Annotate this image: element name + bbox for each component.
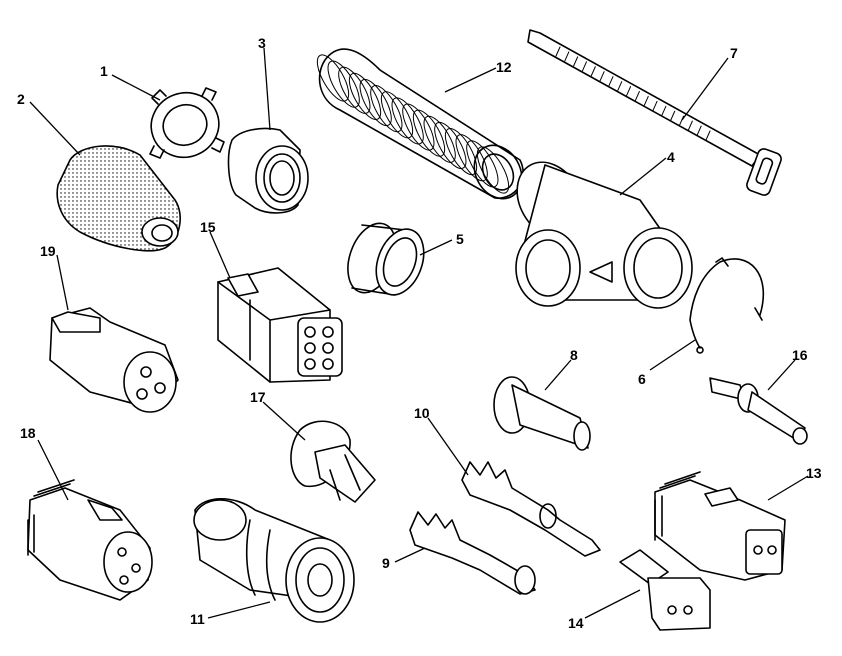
part-11-receptacle-housing bbox=[193, 498, 355, 623]
callout-labels: 1 2 3 4 5 6 7 8 9 10 11 12 13 14 15 16 1… bbox=[17, 35, 822, 631]
part-10-pin-terminal bbox=[461, 461, 601, 557]
part-18-plug-with-seal bbox=[27, 479, 153, 601]
part-8-pin bbox=[493, 376, 591, 451]
part-3-plug-body bbox=[227, 127, 309, 214]
label-part-15: 15 bbox=[200, 219, 216, 235]
label-part-3: 3 bbox=[258, 35, 266, 51]
label-part-4: 4 bbox=[667, 149, 675, 165]
tubing-corrugation bbox=[444, 128, 478, 176]
tubing-corrugation bbox=[434, 121, 467, 170]
label-part-12: 12 bbox=[496, 59, 512, 75]
part-15-receptacle bbox=[217, 267, 343, 383]
label-part-18: 18 bbox=[20, 425, 36, 441]
part-19-plug-connector bbox=[49, 307, 179, 413]
part-17-sealing-plug bbox=[290, 420, 376, 503]
cable-tie-tooth bbox=[626, 86, 632, 97]
part-4-tee-fitting bbox=[515, 161, 693, 309]
cable-tie-tooth bbox=[634, 90, 640, 101]
label-part-9: 9 bbox=[382, 555, 390, 571]
label-part-1: 1 bbox=[100, 63, 108, 79]
cable-tie-tooth bbox=[670, 110, 676, 121]
tubing-corrugation bbox=[412, 109, 446, 157]
cable-tie-tooth bbox=[590, 66, 596, 77]
tubing-corrugation bbox=[402, 103, 435, 151]
label-part-17: 17 bbox=[250, 389, 266, 405]
cable-tie-tooth bbox=[573, 56, 579, 67]
cable-tie-tooth bbox=[643, 95, 649, 106]
tubing-corrugation bbox=[423, 115, 456, 163]
label-part-2: 2 bbox=[17, 91, 25, 107]
tubing-corrugation bbox=[359, 78, 392, 127]
tubing-corrugation bbox=[391, 97, 424, 145]
label-part-16: 16 bbox=[792, 347, 808, 363]
tubing-corrugation bbox=[380, 91, 414, 139]
tubing-corrugation bbox=[316, 54, 350, 102]
cable-tie-tooth bbox=[555, 46, 561, 57]
cable-tie-tooth bbox=[679, 115, 685, 126]
cable-tie-tooth bbox=[564, 51, 570, 62]
tubing-corrugation bbox=[338, 66, 371, 114]
cable-tie-tooth bbox=[581, 61, 587, 72]
label-part-6: 6 bbox=[638, 371, 646, 387]
tubing-corrugation bbox=[348, 72, 382, 120]
part-16-pin-contact bbox=[709, 377, 808, 445]
part-9-socket-terminal bbox=[409, 511, 536, 595]
part-2-rubber-boot bbox=[56, 145, 181, 252]
cable-tie-tooth bbox=[661, 105, 667, 116]
label-part-8: 8 bbox=[570, 347, 578, 363]
cable-tie-tooth bbox=[696, 125, 702, 136]
part-6-retaining-clip bbox=[689, 257, 765, 354]
label-part-11: 11 bbox=[190, 611, 205, 627]
label-part-7: 7 bbox=[730, 45, 738, 61]
label-part-10: 10 bbox=[414, 405, 430, 421]
part-13-receptacle-flange bbox=[654, 471, 786, 581]
cable-tie-tooth bbox=[687, 120, 693, 131]
cable-tie-tooth bbox=[705, 130, 711, 141]
label-part-13: 13 bbox=[806, 465, 822, 481]
cable-tie-tooth bbox=[599, 71, 605, 82]
label-part-19: 19 bbox=[40, 243, 56, 259]
tubing-corrugation bbox=[370, 85, 403, 133]
cable-tie-tooth bbox=[652, 100, 658, 111]
part-1-lock-ring bbox=[149, 87, 225, 159]
tubing-corrugation bbox=[455, 134, 488, 182]
label-part-14: 14 bbox=[568, 615, 584, 631]
cable-tie-tooth bbox=[617, 81, 623, 92]
tubing-corrugation bbox=[327, 60, 360, 108]
part-7-cable-tie bbox=[527, 29, 782, 196]
part-5-grommet bbox=[347, 222, 425, 296]
callout-leaders bbox=[29, 47, 809, 619]
part-14-wedge-lock bbox=[619, 549, 711, 631]
label-part-5: 5 bbox=[456, 231, 464, 247]
cable-tie-tooth bbox=[608, 76, 614, 87]
